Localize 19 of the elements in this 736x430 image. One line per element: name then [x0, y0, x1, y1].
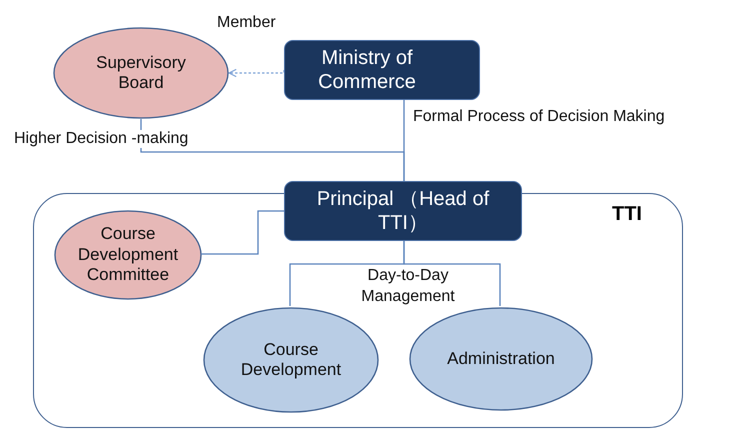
node-label: Administration [447, 348, 555, 370]
process-box [284, 181, 522, 241]
annotation-text: Higher Decision -making [14, 130, 188, 148]
group-title: TTI [612, 202, 642, 226]
ellipse-node [203, 307, 379, 413]
node-label: Ministry of Commerce [317, 46, 417, 94]
ellipse-node [53, 27, 229, 119]
process-box [284, 40, 480, 100]
ellipse-node [54, 210, 202, 300]
connector [201, 210, 284, 255]
node-label: Supervisory Board [95, 52, 187, 94]
connector [403, 241, 501, 306]
ellipse-node [409, 307, 593, 411]
annotation-text: Formal Process of Decision Making [413, 108, 665, 126]
connector [228, 68, 285, 78]
node-label: Course Development [240, 340, 342, 380]
node-label: Course Development Committee [76, 224, 180, 286]
connector [403, 100, 405, 181]
node-label: Principal （Head of TTI） [316, 187, 490, 235]
